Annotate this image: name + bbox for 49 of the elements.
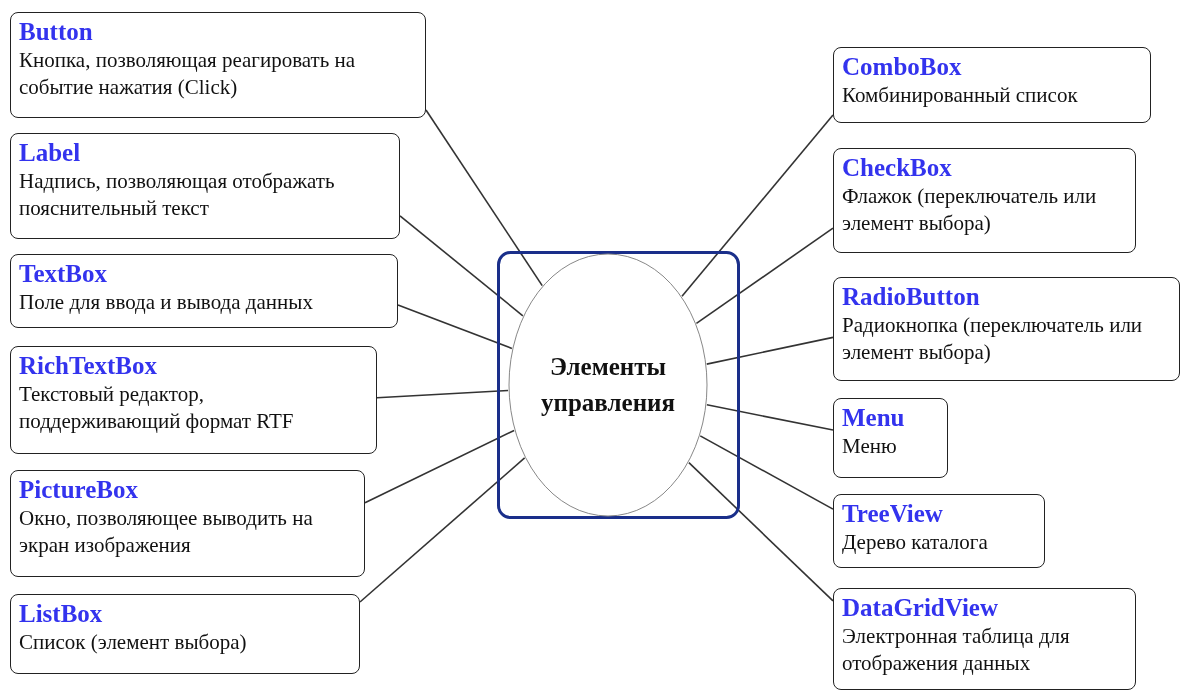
control-card xyxy=(10,254,398,328)
connector-line xyxy=(695,227,834,325)
control-description: Электронная таблица для отображения данных xyxy=(842,623,1071,677)
connector-line xyxy=(425,109,543,287)
connector-line xyxy=(706,404,834,431)
connector-line xyxy=(359,457,526,603)
control-card xyxy=(833,47,1151,123)
control-name: TextBox xyxy=(19,259,108,289)
connector-line xyxy=(699,435,834,510)
control-description: Меню xyxy=(842,433,898,460)
control-description: Дерево каталога xyxy=(842,529,989,556)
control-description: Флажок (переключатель или элемент выбора) xyxy=(842,183,1098,237)
control-card xyxy=(833,398,948,478)
control-description: Список (элемент выбора) xyxy=(19,629,248,656)
connector-line xyxy=(397,304,513,350)
control-name: RadioButton xyxy=(842,282,981,312)
control-description: Комбинированный список xyxy=(842,82,1079,109)
control-description: Надпись, позволяющая отображать пояснительный текст xyxy=(19,168,336,222)
control-name: Label xyxy=(19,138,82,168)
control-name: Button xyxy=(19,17,94,47)
connector-line xyxy=(364,429,515,504)
control-name: RichTextBox xyxy=(19,351,158,381)
control-name: TreeView xyxy=(842,499,944,529)
control-name: DataGridView xyxy=(842,593,999,623)
control-card xyxy=(10,346,377,454)
control-name: ComboBox xyxy=(842,52,963,82)
control-description: Радиокнопка (переключатель или элемент выбора) xyxy=(842,312,1144,366)
control-description: Окно, позволяющее выводить на экран изображения xyxy=(19,505,314,559)
control-name: ListBox xyxy=(19,599,104,629)
center-title: Элементы управления xyxy=(540,352,676,418)
control-description: Поле для ввода и вывода данных xyxy=(19,289,314,316)
connector-line xyxy=(681,114,834,297)
control-card xyxy=(833,588,1136,690)
control-name: CheckBox xyxy=(842,153,953,183)
control-description: Кнопка, позволяющая реагировать на событие нажатия (Click) xyxy=(19,47,357,101)
control-card xyxy=(833,148,1136,253)
control-name: PictureBox xyxy=(19,475,139,505)
control-card xyxy=(10,470,365,577)
control-card xyxy=(10,594,360,674)
connector-line xyxy=(399,215,524,317)
connector-line xyxy=(376,389,509,399)
control-card xyxy=(833,494,1045,568)
connector-line xyxy=(688,461,834,602)
control-name: Menu xyxy=(842,403,906,433)
control-card xyxy=(10,133,400,239)
control-description: Текстовый редактор, поддерживающий формат RTF xyxy=(19,381,295,435)
control-card xyxy=(10,12,426,118)
connector-line xyxy=(705,336,834,365)
control-card xyxy=(833,277,1180,381)
